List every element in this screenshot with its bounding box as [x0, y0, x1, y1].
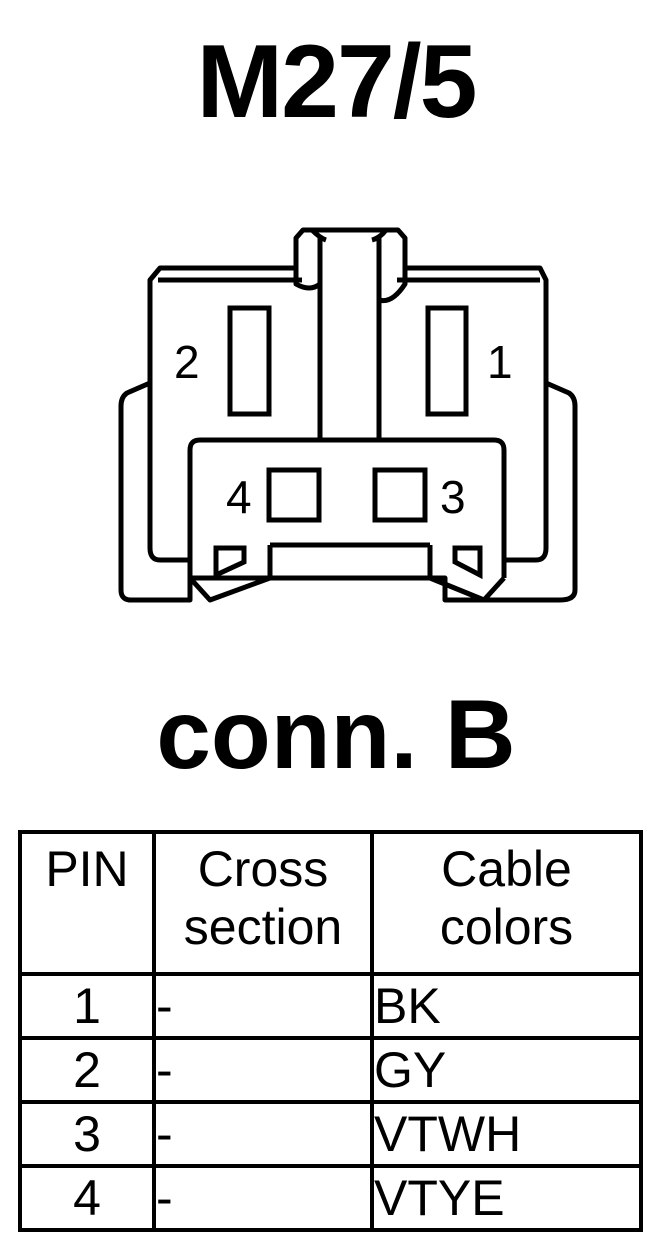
connector-left-inner-wall [147, 474, 190, 563]
pin-label-1: 1 [487, 336, 513, 388]
pin-assignment-table: PIN Cross section Cable colors 1 - BK 2 … [18, 830, 643, 1232]
header-cross-section: Cross section [152, 830, 374, 976]
cell-cable-color: VTYE [370, 1164, 643, 1232]
connector-subtitle: conn. B [156, 679, 516, 789]
header-cable-colors-line-1: Cable [441, 841, 572, 897]
connector-outer-shell [118, 380, 578, 603]
connector-housing [147, 227, 549, 475]
pin-cavity-3 [372, 467, 428, 523]
header-cross-section-line-1: Cross [197, 841, 329, 897]
cell-cable-color: BK [370, 972, 643, 1040]
table-row: 1 - BK [18, 972, 643, 1040]
pin-cavity-4 [266, 467, 322, 523]
connector-title: M27/5 [196, 24, 477, 140]
connector-secondary-lock [187, 437, 507, 578]
cell-cable-color: VTWH [370, 1100, 643, 1168]
pin-cavity-1 [425, 305, 469, 417]
pin-label-3: 3 [440, 471, 466, 523]
pin-cavity-2 [227, 305, 272, 417]
cell-pin: 3 [18, 1100, 156, 1168]
table-row: 3 - VTWH [18, 1100, 643, 1168]
table-row: 2 - GY [18, 1036, 643, 1104]
connector-diagram: 2 1 4 3 [118, 227, 578, 603]
table-row: 4 - VTYE [18, 1164, 643, 1232]
connector-latch-top-arcs [310, 228, 388, 243]
header-cable-colors: Cable colors [370, 830, 643, 976]
cell-cross-section: - [152, 1036, 374, 1104]
locking-tab-right [452, 545, 483, 580]
table-header-row: PIN Cross section Cable colors [18, 830, 643, 976]
header-pin: PIN [18, 830, 156, 976]
cell-pin: 4 [18, 1164, 156, 1232]
connector-latch-outer-left [293, 268, 322, 291]
connector-right-inner-wall [505, 475, 549, 563]
cell-cross-section: - [152, 1100, 374, 1168]
connector-lock-bottom-left [188, 545, 273, 603]
locking-tab-left [213, 545, 247, 579]
connector-latch [317, 236, 382, 438]
header-cable-colors-line-2: colors [439, 899, 574, 955]
cell-pin: 1 [18, 972, 156, 1040]
connector-latch-outer-right [378, 268, 408, 304]
connector-lock-bottom-right [427, 545, 506, 603]
header-cross-section-line-2: section [183, 899, 343, 955]
pin-label-4: 4 [226, 471, 252, 523]
cell-cross-section: - [152, 972, 374, 1040]
cell-cable-color: GY [370, 1036, 643, 1104]
cell-cross-section: - [152, 1164, 374, 1232]
cell-pin: 2 [18, 1036, 156, 1104]
pin-label-2: 2 [174, 336, 200, 388]
